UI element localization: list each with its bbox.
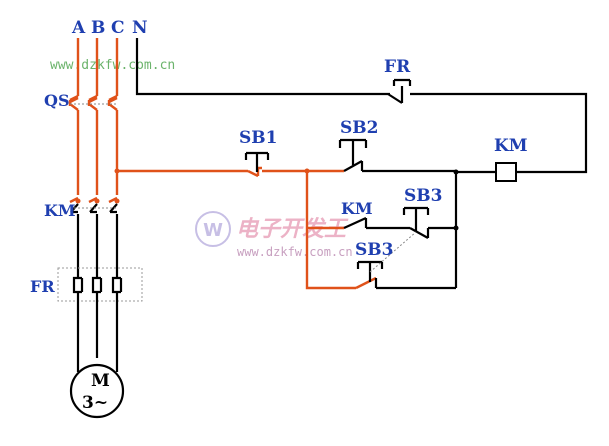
fr-nc-contact	[387, 78, 412, 104]
control-neutral-line	[135, 38, 588, 174]
fr-contact-label: FR	[384, 57, 411, 77]
fr-main-label: FR	[30, 277, 55, 296]
km-aux-label: KM	[341, 199, 373, 218]
sb3-top-label: SB3	[404, 186, 442, 206]
sb1-stop-button	[244, 151, 307, 178]
sb2-start-button	[338, 138, 456, 173]
qs-switch	[68, 94, 118, 111]
watermark-url-top: www.dzkfw.com.cn	[50, 58, 175, 73]
control-left-branch	[304, 168, 356, 290]
svg-text:W: W	[203, 220, 223, 241]
sb3-nc-contact	[402, 172, 459, 288]
sb1-label: SB1	[239, 128, 277, 148]
sb3-no-contact	[355, 231, 456, 290]
km-coil-label: KM	[494, 136, 528, 156]
lower-phase-lines	[76, 230, 119, 278]
phase-a-label: A	[71, 18, 86, 38]
motor	[69, 363, 125, 419]
qs-label: QS	[44, 91, 70, 110]
phase-b-label: B	[91, 18, 105, 38]
sb2-label: SB2	[340, 118, 378, 138]
fr-thermal-relay	[57, 267, 143, 302]
km-coil	[453, 162, 517, 182]
km-aux-contact	[343, 216, 410, 230]
control-start-line	[114, 168, 248, 174]
motor-phase: 3~	[82, 393, 108, 413]
sb3-bottom-label: SB3	[355, 240, 393, 260]
watermark-logo: W	[195, 211, 231, 247]
km-main-label: KM	[44, 201, 76, 220]
km-main-contacts	[70, 198, 120, 230]
main-power-lines	[69, 38, 119, 204]
phase-c-label: C	[111, 18, 125, 38]
watermark-url-center: www.dzkfw.com.cn	[237, 245, 353, 259]
motor-feed-lines	[76, 292, 119, 372]
phase-n-label: N	[132, 18, 148, 38]
motor-name: M	[91, 371, 110, 391]
